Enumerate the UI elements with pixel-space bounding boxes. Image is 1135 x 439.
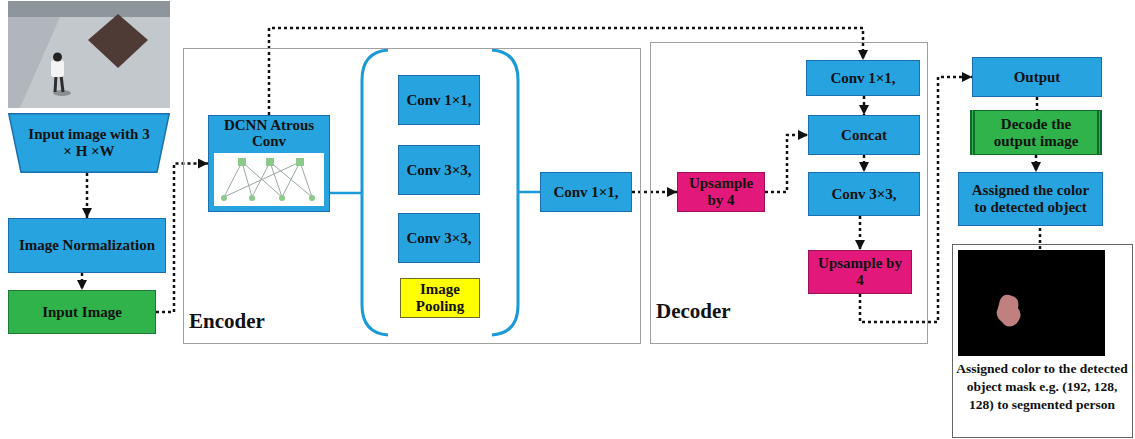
input-photo — [8, 1, 170, 108]
network-unit — [296, 158, 304, 166]
conv-box: Conv 1×1, — [806, 60, 920, 96]
box-label: Upsample by 4 — [814, 255, 906, 289]
person-mask — [997, 295, 1021, 327]
result-frame — [953, 245, 1133, 438]
trapezoid-outline — [9, 114, 170, 173]
network-link — [242, 162, 282, 197]
conv-box: Conv 3×3, — [808, 172, 920, 216]
box-label: Image Pooling — [406, 281, 474, 315]
photo-floor — [8, 1, 170, 108]
network-link — [270, 162, 312, 197]
box-label: Conv 1×1, — [830, 70, 895, 87]
section-title: Encoder — [189, 310, 265, 334]
backbone-box: DCNN Atrous Conv — [208, 115, 330, 212]
box-label: Conv 1×1, — [553, 184, 618, 201]
conv-box: Conv 1×1, — [398, 75, 480, 125]
dashed-arrow — [86, 173, 89, 218]
result-mask-image — [958, 250, 1105, 356]
process-box: Image Normalization — [8, 218, 166, 273]
dashed-arrow — [1036, 97, 1039, 110]
color-assign-box: Assigned the color to detected object — [958, 172, 1103, 226]
box-label: Upsample by 4 — [683, 175, 759, 209]
caption-box: Assigned color to the detected object ma… — [953, 360, 1131, 415]
network-link — [270, 162, 282, 197]
box-label: Decode the output image — [980, 116, 1092, 150]
dashed-arrow — [863, 96, 866, 115]
box-label: Conv 3×3, — [406, 162, 471, 179]
network-link — [242, 162, 252, 197]
photo-carpet — [88, 14, 148, 68]
dashed-arrow — [1035, 155, 1038, 172]
conv-box: Conv 1×1, — [540, 172, 632, 212]
box-label: Input Image — [42, 304, 122, 321]
dashed-arrow — [632, 191, 677, 194]
dashed-arrow — [863, 155, 866, 172]
network-panel — [214, 153, 324, 206]
network-units — [221, 158, 315, 201]
box-label: Input image with 3 × H ×W — [24, 126, 154, 160]
feature-line — [330, 192, 362, 195]
photo-leg — [61, 75, 63, 92]
conv-box: Conv 3×3, — [398, 213, 480, 263]
pooling-box: Image Pooling — [400, 278, 480, 318]
decoder-frame: Decoder Upsample by 4 Conv 1×1, ConcatConv … — [650, 42, 928, 344]
input-trapezoid: Input image with 3 × H ×W — [8, 113, 170, 173]
box-label: Conv 3×3, — [831, 186, 896, 203]
output-box: Output — [972, 57, 1102, 97]
branch-bracket — [362, 50, 388, 335]
dashed-arrow — [81, 273, 84, 290]
concat-box: Concat — [808, 115, 920, 155]
network-unit — [309, 195, 315, 201]
box-label: Assigned the color to detected object — [964, 182, 1097, 216]
box-label: DCNN Atrous Conv — [214, 118, 324, 150]
network-link — [224, 162, 300, 197]
upsample-box: Upsample by 4 — [808, 250, 912, 294]
box-label: Conv 3×3, — [406, 230, 471, 247]
network-link — [224, 162, 242, 197]
photo-person — [51, 60, 64, 77]
caption-text: Assigned color to the detected object ma… — [953, 360, 1131, 415]
dashed-arrow — [765, 135, 808, 192]
dashed-arrow — [859, 216, 862, 250]
conv-box: Conv 3×3, — [398, 145, 480, 195]
branch-bracket — [492, 50, 518, 335]
network-unit — [279, 195, 285, 201]
network-links — [224, 162, 312, 197]
network-link — [282, 162, 300, 197]
decode-box: Decode the output image — [970, 110, 1102, 155]
box-label: Image Normalization — [19, 237, 155, 254]
network-unit — [266, 158, 274, 166]
input-box: Input Image — [8, 290, 156, 334]
photo-leg — [55, 75, 56, 92]
leader-line — [1039, 228, 1042, 249]
network-unit — [238, 158, 246, 166]
network-link — [252, 162, 270, 197]
network-unit — [221, 195, 227, 201]
box-label: Output — [1014, 69, 1061, 86]
box-label: Conv 1×1, — [406, 92, 471, 109]
box-label: Concat — [841, 127, 887, 144]
photo-head — [53, 53, 62, 62]
network-link — [300, 162, 312, 197]
encoder-frame: EncoderDCNN Atrous ConvConv 1×1,Conv 3×3… — [183, 48, 641, 344]
network-unit — [249, 195, 255, 201]
feature-line — [518, 191, 540, 194]
upsample-box: Upsample by 4 — [677, 172, 765, 212]
section-title: Decoder — [656, 300, 731, 324]
photo-wall — [8, 1, 170, 17]
